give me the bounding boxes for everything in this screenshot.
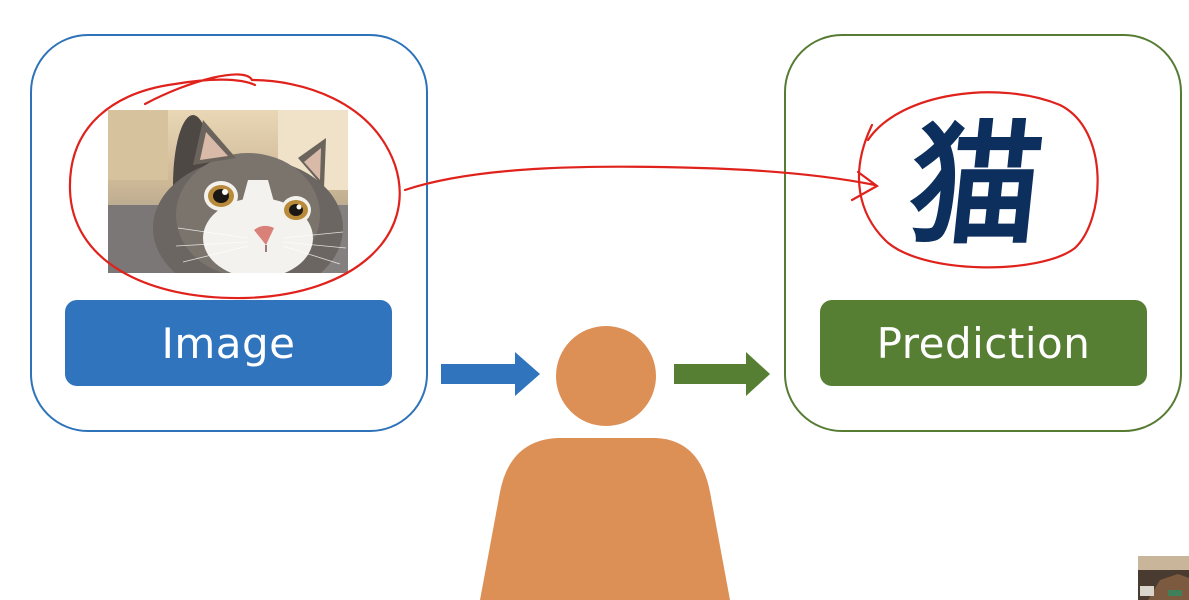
person-icon bbox=[480, 326, 730, 600]
prediction-glyph: 猫 bbox=[901, 108, 1051, 263]
input-to-person-arrow bbox=[441, 352, 540, 396]
person-to-output-arrow bbox=[674, 352, 770, 396]
cat-photo bbox=[108, 110, 348, 273]
webcam-thumbnail bbox=[1138, 556, 1189, 600]
prediction-label: Prediction bbox=[820, 300, 1147, 386]
image-label: Image bbox=[65, 300, 392, 386]
